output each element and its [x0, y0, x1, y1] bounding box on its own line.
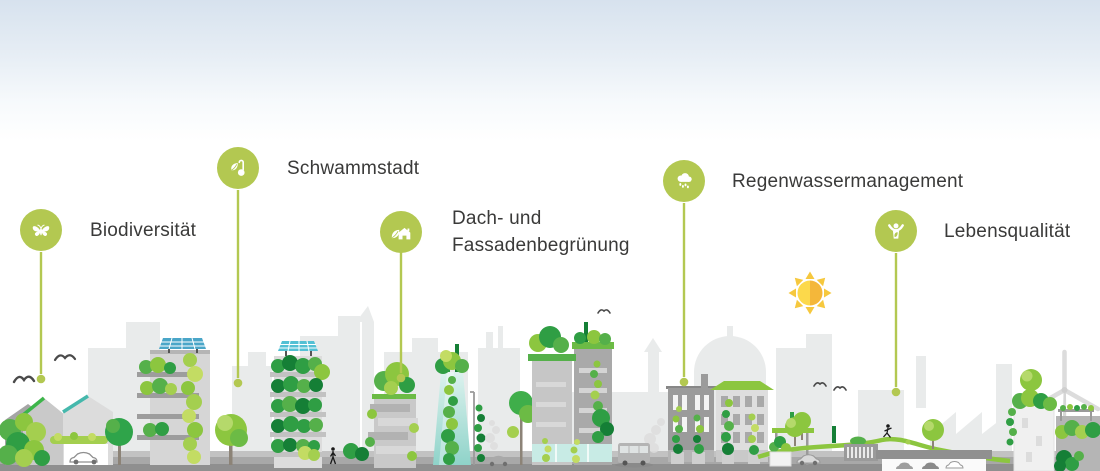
pedestrian	[329, 447, 337, 465]
sun-icon	[788, 271, 832, 315]
vine-cascade	[441, 376, 459, 465]
callout-label: Schwammstadt	[287, 157, 420, 179]
car	[69, 451, 98, 465]
classical-buildings	[666, 374, 774, 464]
pergola-building	[1054, 404, 1100, 471]
solar-panel	[159, 337, 206, 353]
rooftop-garden	[528, 322, 614, 361]
callout-label: Biodiversität	[90, 219, 197, 241]
leader-lines	[36, 190, 901, 397]
climbing-vines	[672, 399, 759, 455]
green-facade-tower	[137, 337, 210, 465]
stacked-slab-building	[365, 362, 419, 468]
facade-vine	[590, 360, 614, 443]
underpass	[769, 436, 878, 467]
vertical-garden-cascade	[181, 353, 203, 464]
birds	[12, 309, 847, 391]
callout-label: Regenwassermanagement	[732, 170, 964, 192]
vine	[474, 404, 486, 462]
callout-label: Dach- und Fassadenbegrünung	[452, 208, 630, 256]
callout-lebensqualitaet: Lebensqualität	[875, 210, 1070, 252]
roof-garden-building	[1006, 369, 1057, 471]
rain-cloud-icon	[663, 160, 705, 202]
rooftop-garden	[435, 344, 469, 374]
car-exhaust	[485, 420, 510, 467]
ground-vines	[542, 438, 580, 463]
butterfly-icon	[20, 209, 62, 251]
solar-panel	[278, 340, 318, 356]
tree	[105, 418, 133, 465]
person-leaf-icon	[875, 210, 917, 252]
callout-schwammstadt: Schwammstadt	[217, 147, 419, 189]
callout-regenwassermanagement: Regenwassermanagement	[663, 160, 963, 202]
bushes	[298, 443, 369, 461]
planters	[671, 452, 760, 464]
planter-greens	[769, 436, 792, 467]
terrace-hedges	[271, 355, 330, 453]
callout-dach-fassadenbegruenung: Dach- und Fassadenbegrünung	[380, 205, 630, 259]
car	[796, 454, 821, 466]
bus	[615, 418, 665, 468]
runner	[883, 424, 892, 438]
callout-biodiversitaet: Biodiversität	[20, 209, 196, 251]
houses-green-roofs	[0, 394, 133, 467]
callout-label: Lebensqualität	[944, 220, 1071, 242]
tunnel	[876, 450, 992, 471]
glass-tower-vines	[433, 344, 486, 465]
roof-garden-towers	[507, 322, 614, 465]
balcony-plants	[139, 357, 177, 437]
bushes	[0, 413, 50, 467]
house-leaf-icon	[380, 211, 422, 253]
tree	[215, 414, 248, 465]
thermometer-leaf-icon	[217, 147, 259, 189]
rooftop-trees	[374, 362, 415, 395]
